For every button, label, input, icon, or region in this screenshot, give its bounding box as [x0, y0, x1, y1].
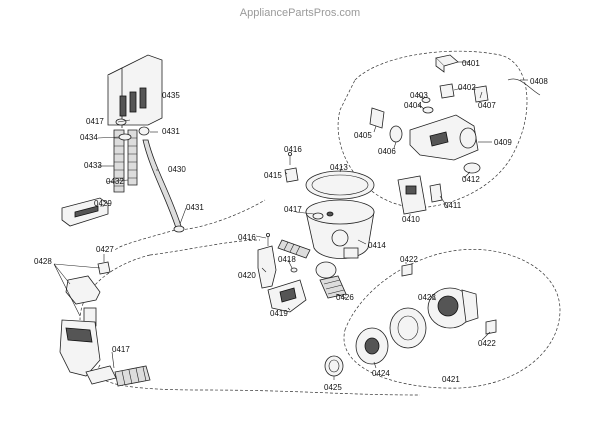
part-0417-drain-hose [114, 365, 151, 387]
part-0430-hose [142, 139, 182, 229]
part-0412-clamp [463, 162, 481, 174]
label-0410: 0410 [402, 215, 420, 224]
label-0417-top: 0417 [86, 117, 104, 126]
part-0414-sump [305, 199, 375, 259]
part-0432-corrugated-hose [127, 129, 138, 186]
label-0435: 0435 [162, 91, 180, 100]
label-0420: 0420 [238, 271, 256, 280]
label-0425: 0425 [324, 383, 342, 392]
label-0408: 0408 [530, 77, 548, 86]
label-0416-top: 0416 [284, 145, 302, 154]
part-0431-clamp-bottom [173, 225, 185, 233]
label-0415: 0415 [264, 171, 282, 180]
part-0413-filter-ring [305, 170, 375, 200]
label-0405: 0405 [354, 131, 372, 140]
label-0417-drain: 0417 [112, 345, 130, 354]
part-0422-clip-lower [485, 319, 497, 335]
label-0428: 0428 [34, 257, 52, 266]
part-0405-fitting [369, 107, 385, 129]
part-0406-seal [389, 125, 403, 143]
part-0427-clip [97, 261, 111, 275]
label-0413: 0413 [330, 163, 348, 172]
label-0426: 0426 [336, 293, 354, 302]
label-0429: 0429 [94, 199, 112, 208]
label-0422-lower: 0422 [478, 339, 496, 348]
part-0428-drain-pump-assembly [59, 275, 117, 385]
label-0401: 0401 [462, 59, 480, 68]
part-0402-sensor [439, 83, 455, 99]
label-0412: 0412 [462, 175, 480, 184]
part-0419-valve-block [267, 279, 307, 313]
part-0429-cover [61, 197, 109, 227]
part-0425-seal [324, 355, 344, 377]
label-0411: 0411 [444, 201, 462, 210]
label-0404: 0404 [404, 101, 422, 110]
label-0423: 0423 [418, 293, 436, 302]
label-0433: 0433 [84, 161, 102, 170]
label-0409: 0409 [494, 138, 512, 147]
part-0424-impeller-housing [355, 307, 427, 365]
part-0426-corrugated-hose [315, 261, 347, 299]
label-0421: 0421 [442, 375, 460, 384]
label-0407: 0407 [478, 101, 496, 110]
part-0409-heater-housing [409, 114, 479, 161]
label-0431-top: 0431 [162, 127, 180, 136]
label-0422-upper: 0422 [400, 255, 418, 264]
label-0430: 0430 [168, 165, 186, 174]
part-0404-washer [422, 106, 434, 114]
part-0415-clip [284, 167, 299, 183]
label-0406: 0406 [378, 147, 396, 156]
part-0408-wire [507, 78, 541, 96]
label-0414: 0414 [368, 241, 386, 250]
label-0424: 0424 [372, 369, 390, 378]
lower-right-group-boundary [343, 249, 561, 389]
part-0422-clip-upper [401, 263, 413, 277]
part-0416-screw-lower [265, 232, 270, 246]
label-0416-middle: 0416 [238, 233, 256, 242]
label-0419: 0419 [270, 309, 288, 318]
part-0411-fitting [429, 183, 443, 203]
leader-lines [53, 61, 528, 380]
part-0417-sump-clamp [312, 212, 324, 220]
part-0434-ring [118, 133, 132, 141]
label-0427: 0427 [96, 245, 114, 254]
part-0420-bracket [257, 245, 277, 289]
watermark: AppliancePartsPros.com [240, 7, 360, 19]
part-0418-fitting [290, 267, 298, 273]
label-0434: 0434 [80, 133, 98, 142]
part-0410-flow-meter [397, 175, 427, 215]
label-0431-bottom: 0431 [186, 203, 204, 212]
label-0403: 0403 [410, 91, 428, 100]
part-0401-block [435, 54, 459, 73]
part-0433-corrugated-hose [113, 129, 125, 193]
fill-hose-routing-line [114, 199, 266, 251]
part-0417-clamp [115, 118, 127, 126]
label-0418: 0418 [278, 255, 296, 264]
part-0416-sump-hose [277, 239, 311, 259]
label-0432: 0432 [106, 177, 124, 186]
part-0416-screw [287, 151, 292, 165]
part-0431-clamp-top [138, 126, 150, 136]
part-0423-motor [427, 287, 479, 329]
part-0407-switch [473, 85, 489, 103]
part-0435-bracket [107, 54, 163, 128]
label-0417-sump: 0417 [284, 205, 302, 214]
label-0402: 0402 [458, 83, 476, 92]
